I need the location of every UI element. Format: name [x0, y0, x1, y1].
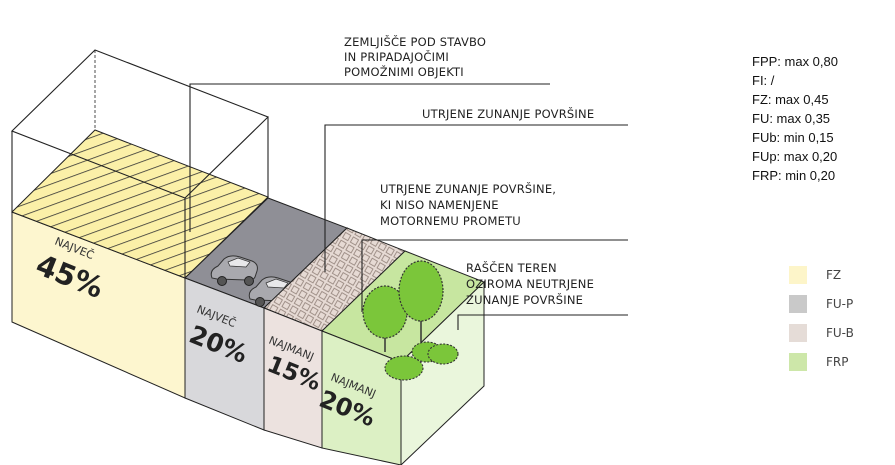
param-fu: FU: max 0,35 [752, 111, 831, 126]
label-land-under-building-line-3: POMOŽNIMI OBJEKTI [344, 64, 464, 79]
param-fup: FUp: max 0,20 [752, 149, 838, 164]
legend-label: FU-B [826, 326, 854, 340]
legend-swatch [789, 324, 807, 342]
parameter-list: FPP: max 0,80 FI: / FZ: max 0,45 FU: max… [752, 52, 838, 185]
label-paved-nontraffic-line-2: KI NISO NAMENJENE [380, 198, 499, 212]
label-paved-nontraffic-line-1: UTRJENE ZUNANJE POVRŠINE, [380, 181, 556, 196]
leader-lines [189, 83, 628, 330]
param-frp: FRP: min 0,20 [752, 168, 836, 183]
land-use-diagram: NAJVEČ 45% NAJVEČ 20% NAJMANJ 15% NAJMAN… [11, 34, 628, 465]
tree-icon [398, 260, 444, 342]
label-green-surfaces-line-3: ZUNANJE POVRŠINE [466, 292, 583, 307]
legend-swatch [789, 295, 807, 313]
label-land-under-building-line-2: IN PRIPADAJOČIMI [344, 49, 449, 64]
shrub-icon [384, 341, 459, 381]
param-fub: FUb: min 0,15 [752, 130, 834, 145]
block-fu-b [263, 227, 406, 449]
label-paved-surfaces: UTRJENE ZUNANJE POVRŠINE [422, 106, 594, 121]
block-fz [11, 129, 269, 399]
legend-swatch [789, 266, 807, 284]
legend-label: FRP [826, 355, 849, 369]
legend-item-frp: FRP [789, 349, 854, 375]
legend-item-fu-b: FU-B [789, 320, 854, 346]
building-wireframe [11, 49, 269, 278]
legend-label: FZ [826, 268, 842, 282]
legend: FZ FU-P FU-B FRP [789, 262, 854, 378]
param-fz: FZ: max 0,45 [752, 92, 829, 107]
legend-swatch [789, 353, 807, 371]
label-green-surfaces-line-2: OZIROMA NEUTRJENE [466, 277, 594, 291]
label-paved-nontraffic-line-3: MOTORNEMU PROMETU [380, 214, 521, 228]
label-green-surfaces-line-1: RAŠČEN TEREN [466, 260, 557, 275]
car-icon [210, 255, 258, 286]
legend-item-fz: FZ [789, 262, 854, 288]
label-land-under-building-line-1: ZEMLJIŠČE POD STAVBO [344, 34, 486, 49]
param-fi: FI: / [752, 73, 775, 88]
legend-label: FU-P [826, 297, 854, 311]
param-fpp: FPP: max 0,80 [752, 54, 838, 69]
legend-item-fu-p: FU-P [789, 291, 854, 317]
